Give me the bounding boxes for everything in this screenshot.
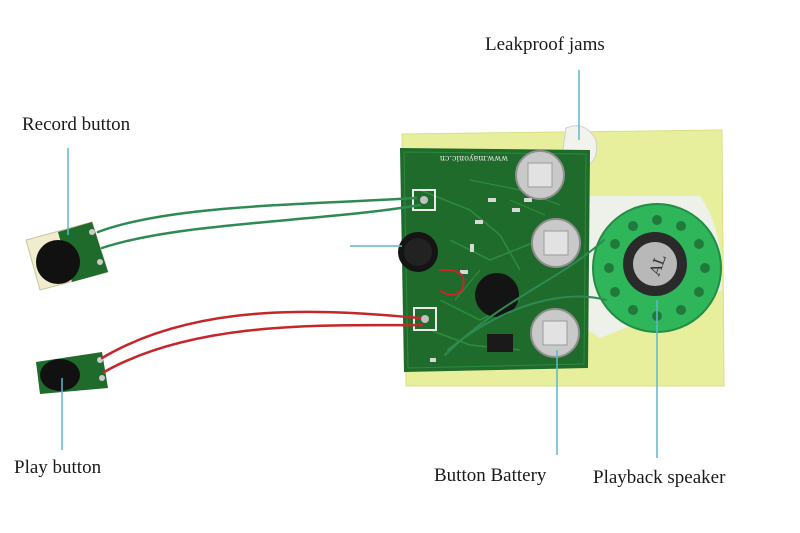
callout-lines — [61, 70, 658, 458]
microphone — [398, 232, 438, 272]
record-button-module — [25, 221, 109, 291]
label-button-battery: Button Battery — [434, 465, 547, 486]
playback-speaker: AL — [592, 203, 722, 333]
label-record-button: Record button — [22, 114, 131, 135]
button-battery-middle — [531, 218, 581, 268]
button-battery-bottom — [530, 308, 580, 358]
pcb-silkscreen-text: www.mayonic.cn — [440, 154, 508, 163]
label-play-button: Play button — [14, 457, 102, 478]
button-battery-top — [515, 150, 565, 200]
label-playback-speaker: Playback speaker — [593, 467, 726, 488]
play-button-module — [36, 352, 108, 394]
wires — [96, 196, 607, 374]
label-leakproof-jams: Leakproof jams — [485, 34, 605, 55]
